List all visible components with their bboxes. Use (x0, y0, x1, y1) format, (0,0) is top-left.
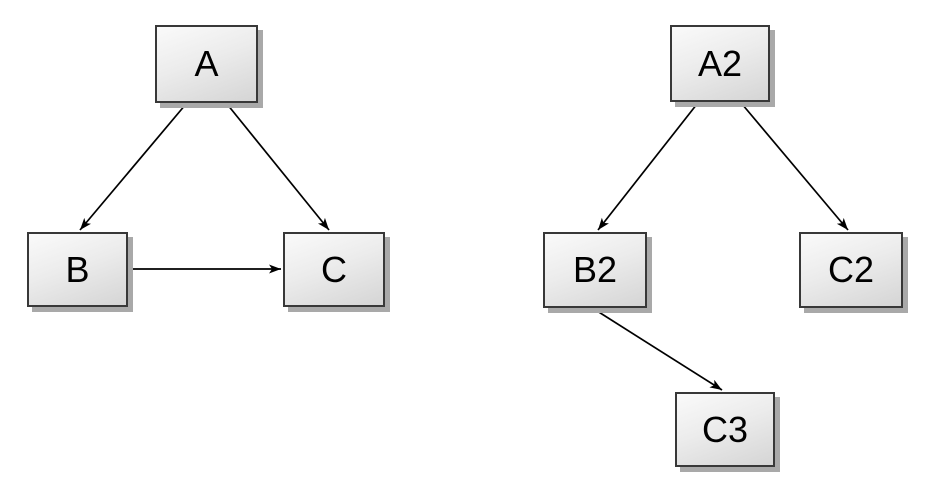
node-B[interactable]: B (27, 232, 128, 307)
node-label-B2: B2 (572, 249, 618, 290)
node-A2[interactable]: A2 (670, 25, 770, 102)
edge-B2-C3 (593, 308, 723, 391)
node-label-C: C (321, 248, 347, 290)
node-C3[interactable]: C3 (675, 392, 775, 467)
edge-A2-C2 (741, 103, 849, 231)
edge-A-C (226, 103, 330, 231)
node-label-B: B (65, 248, 90, 290)
node-A[interactable]: A (155, 25, 258, 103)
node-C[interactable]: C (283, 232, 385, 307)
node-label-C3: C3 (701, 408, 749, 450)
edges-group (79, 103, 849, 391)
node-C2[interactable]: C2 (799, 232, 903, 308)
edge-A-B (79, 103, 187, 231)
node-label-C2: C2 (827, 249, 875, 290)
node-label-A2: A2 (697, 42, 743, 84)
node-label-A: A (194, 43, 219, 84)
node-B2[interactable]: B2 (543, 232, 647, 308)
edge-A2-B2 (597, 103, 698, 231)
